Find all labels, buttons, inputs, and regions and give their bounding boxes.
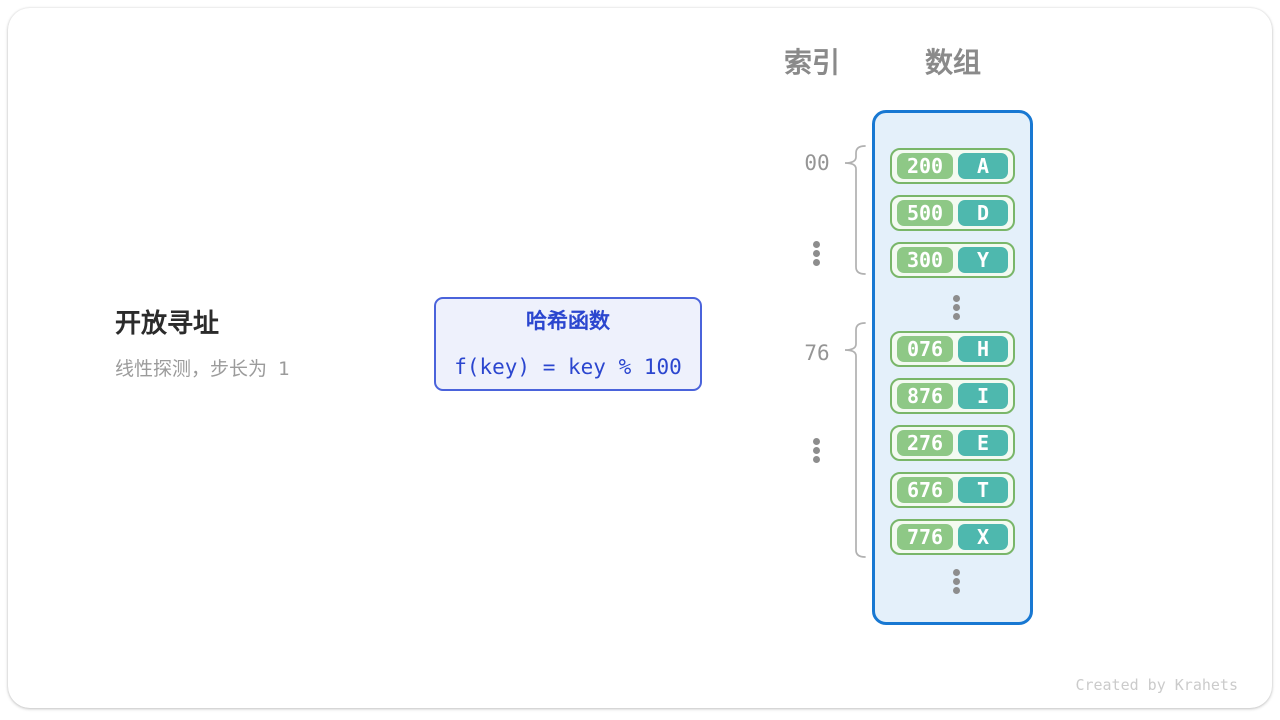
hash-function-title: 哈希函数 <box>526 308 610 333</box>
index-column-header: 索引 <box>783 46 841 79</box>
index-range-brace-top <box>844 145 866 275</box>
dot <box>953 578 960 585</box>
page-title: 开放寻址 <box>115 309 220 339</box>
dot <box>813 456 820 463</box>
bucket-value: H <box>958 336 1008 362</box>
dot <box>953 304 960 311</box>
bucket-value: Y <box>958 247 1008 273</box>
credit-text: Created by Krahets <box>1075 676 1238 694</box>
bucket-value: I <box>958 383 1008 409</box>
bucket-key: 776 <box>897 524 953 550</box>
bucket-value: A <box>958 153 1008 179</box>
diagram-card: 开放寻址 线性探测，步长为 1 哈希函数 f(key) = key % 100 索… <box>8 8 1272 708</box>
array-vertical-ellipsis-icon <box>953 295 960 320</box>
bucket-value: T <box>958 477 1008 503</box>
bucket-key: 676 <box>897 477 953 503</box>
index-vertical-ellipsis-icon <box>813 241 820 266</box>
bucket-key: 300 <box>897 247 953 273</box>
bucket-value: D <box>958 200 1008 226</box>
dot <box>953 313 960 320</box>
dot <box>953 569 960 576</box>
bucket-value: E <box>958 430 1008 456</box>
dot <box>813 438 820 445</box>
index-label-00: 00 <box>804 151 830 175</box>
index-label-76: 76 <box>804 341 830 365</box>
bucket-key: 500 <box>897 200 953 226</box>
array-column-header: 数组 <box>924 46 982 79</box>
step-size-value: 1 <box>278 358 290 380</box>
hash-function-formula: f(key) = key % 100 <box>454 354 682 379</box>
dot <box>813 250 820 257</box>
bucket-key: 200 <box>897 153 953 179</box>
dot <box>813 241 820 248</box>
bucket-key: 276 <box>897 430 953 456</box>
bucket-key: 876 <box>897 383 953 409</box>
array-vertical-ellipsis-icon <box>953 569 960 594</box>
dot <box>953 295 960 302</box>
bucket-key: 076 <box>897 336 953 362</box>
dot <box>953 587 960 594</box>
page-subtitle: 线性探测，步长为 1 <box>115 358 289 381</box>
page-subtitle-text: 线性探测，步长为 <box>115 358 268 380</box>
hash-function-box: 哈希函数 f(key) = key % 100 <box>434 297 702 391</box>
bucket-value: X <box>958 524 1008 550</box>
index-vertical-ellipsis-icon <box>813 438 820 463</box>
dot <box>813 447 820 454</box>
index-range-brace-bottom <box>844 322 866 558</box>
dot <box>813 259 820 266</box>
